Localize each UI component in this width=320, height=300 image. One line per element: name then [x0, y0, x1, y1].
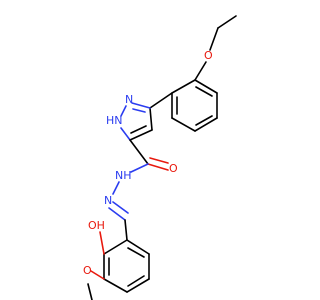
bond-pyrazole-c4-c3: [129, 129, 153, 141]
atom-nh-pyrazole: HN: [106, 114, 123, 127]
bond-salicyl-4: [126, 278, 150, 293]
bond-aryl-o-methoxy: [90, 270, 105, 280]
bond-phenyl-inner-2: [195, 115, 213, 126]
bond-phenyl-4: [194, 117, 218, 132]
atom-o-ethoxy: O: [204, 49, 213, 62]
bond-layer: [87, 15, 237, 300]
bond-pyrazole-c3-nh: [120, 127, 131, 141]
bond-salicyl-inner-3: [127, 247, 145, 258]
bond-n-ch-double-b: [112, 201, 129, 214]
bond-phenyl-6: [194, 79, 218, 94]
bond-phenyl-pyrazole: [149, 92, 173, 109]
bond-pyrazole-c5-c4: [149, 107, 153, 131]
bond-phenyl-1: [171, 79, 196, 94]
atom-label-layer: O HN N O NH N OH O: [83, 49, 213, 277]
bond-pyrazole-c4-c3-double: [130, 125, 147, 134]
bond-nh-n: [112, 181, 120, 195]
atom-n-pyrazole: N: [125, 93, 133, 106]
bond-ethyl-ch2-o: [209, 27, 219, 51]
bond-o-aryl: [194, 61, 207, 81]
bond-phenyl-3: [171, 117, 196, 132]
molecule-structure: O HN N O NH N OH O: [83, 15, 237, 300]
bond-methoxy-methyl: [87, 283, 93, 300]
bond-phenyl-inner-3: [195, 86, 213, 97]
bond-ch-aryl: [124, 219, 128, 241]
atom-n-imine: N: [104, 194, 112, 207]
bond-pyrazole-n-c5: [131, 102, 151, 109]
bond-carbonyl-o: [147, 163, 169, 171]
bond-salicyl-3: [103, 278, 128, 293]
bond-oh: [99, 231, 105, 255]
bond-pyrazole-n-c5-double: [132, 108, 146, 113]
bond-salicyl-inner-2: [127, 275, 145, 287]
bond-c3-carbonyl: [129, 139, 149, 165]
bond-ethyl-terminal: [217, 15, 237, 29]
atom-o-carbonyl: O: [169, 162, 178, 175]
atom-oh: OH: [88, 219, 105, 232]
atom-o-methoxy: O: [83, 264, 92, 277]
bond-salicyl-6: [126, 239, 150, 255]
bond-carbonyl-o-double: [149, 157, 169, 164]
bond-carbonyl-nh: [130, 163, 149, 173]
bond-pyrazole-nh-n: [120, 105, 127, 117]
atom-nh-amide: NH: [115, 169, 132, 182]
bond-salicyl-1: [103, 239, 128, 255]
bond-n-ch-double-a: [108, 207, 126, 221]
